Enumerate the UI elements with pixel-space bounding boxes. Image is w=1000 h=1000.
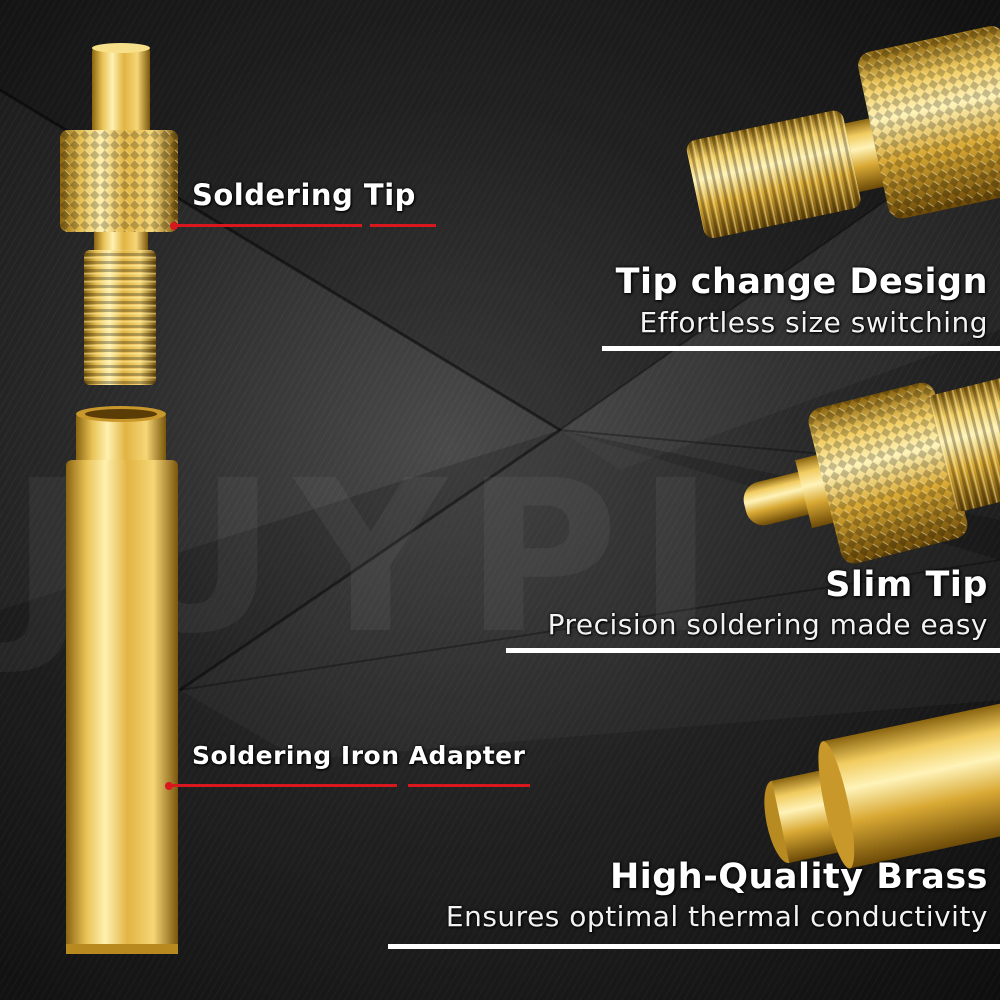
- callout-dot: [170, 222, 178, 230]
- feature-rule: [506, 648, 1000, 653]
- soldering-tip-part: [60, 43, 178, 385]
- callout-line: [408, 784, 530, 787]
- feature-subtitle: Precision soldering made easy: [547, 608, 988, 641]
- tip-change-closeup: [686, 26, 1000, 239]
- feature-subtitle: Ensures optimal thermal conductivity: [445, 900, 988, 933]
- feature-title: Tip change Design: [615, 262, 988, 302]
- feature-subtitle: Effortless size switching: [639, 306, 988, 339]
- brass-tube-closeup: [764, 695, 1000, 869]
- adapter-label: Soldering Iron Adapter: [192, 741, 526, 770]
- feature-rule: [602, 346, 1000, 351]
- slim-tip-closeup: [743, 377, 1000, 564]
- callout-dot: [165, 782, 173, 790]
- callout-line: [370, 224, 436, 227]
- callout-line: [176, 224, 362, 227]
- soldering-tip-label: Soldering Tip: [192, 178, 416, 212]
- soldering-iron-adapter-part: [66, 406, 178, 954]
- feature-title: High-Quality Brass: [609, 857, 988, 897]
- feature-title: Slim Tip: [825, 565, 988, 605]
- feature-rule: [388, 944, 1000, 949]
- callout-line: [171, 784, 397, 787]
